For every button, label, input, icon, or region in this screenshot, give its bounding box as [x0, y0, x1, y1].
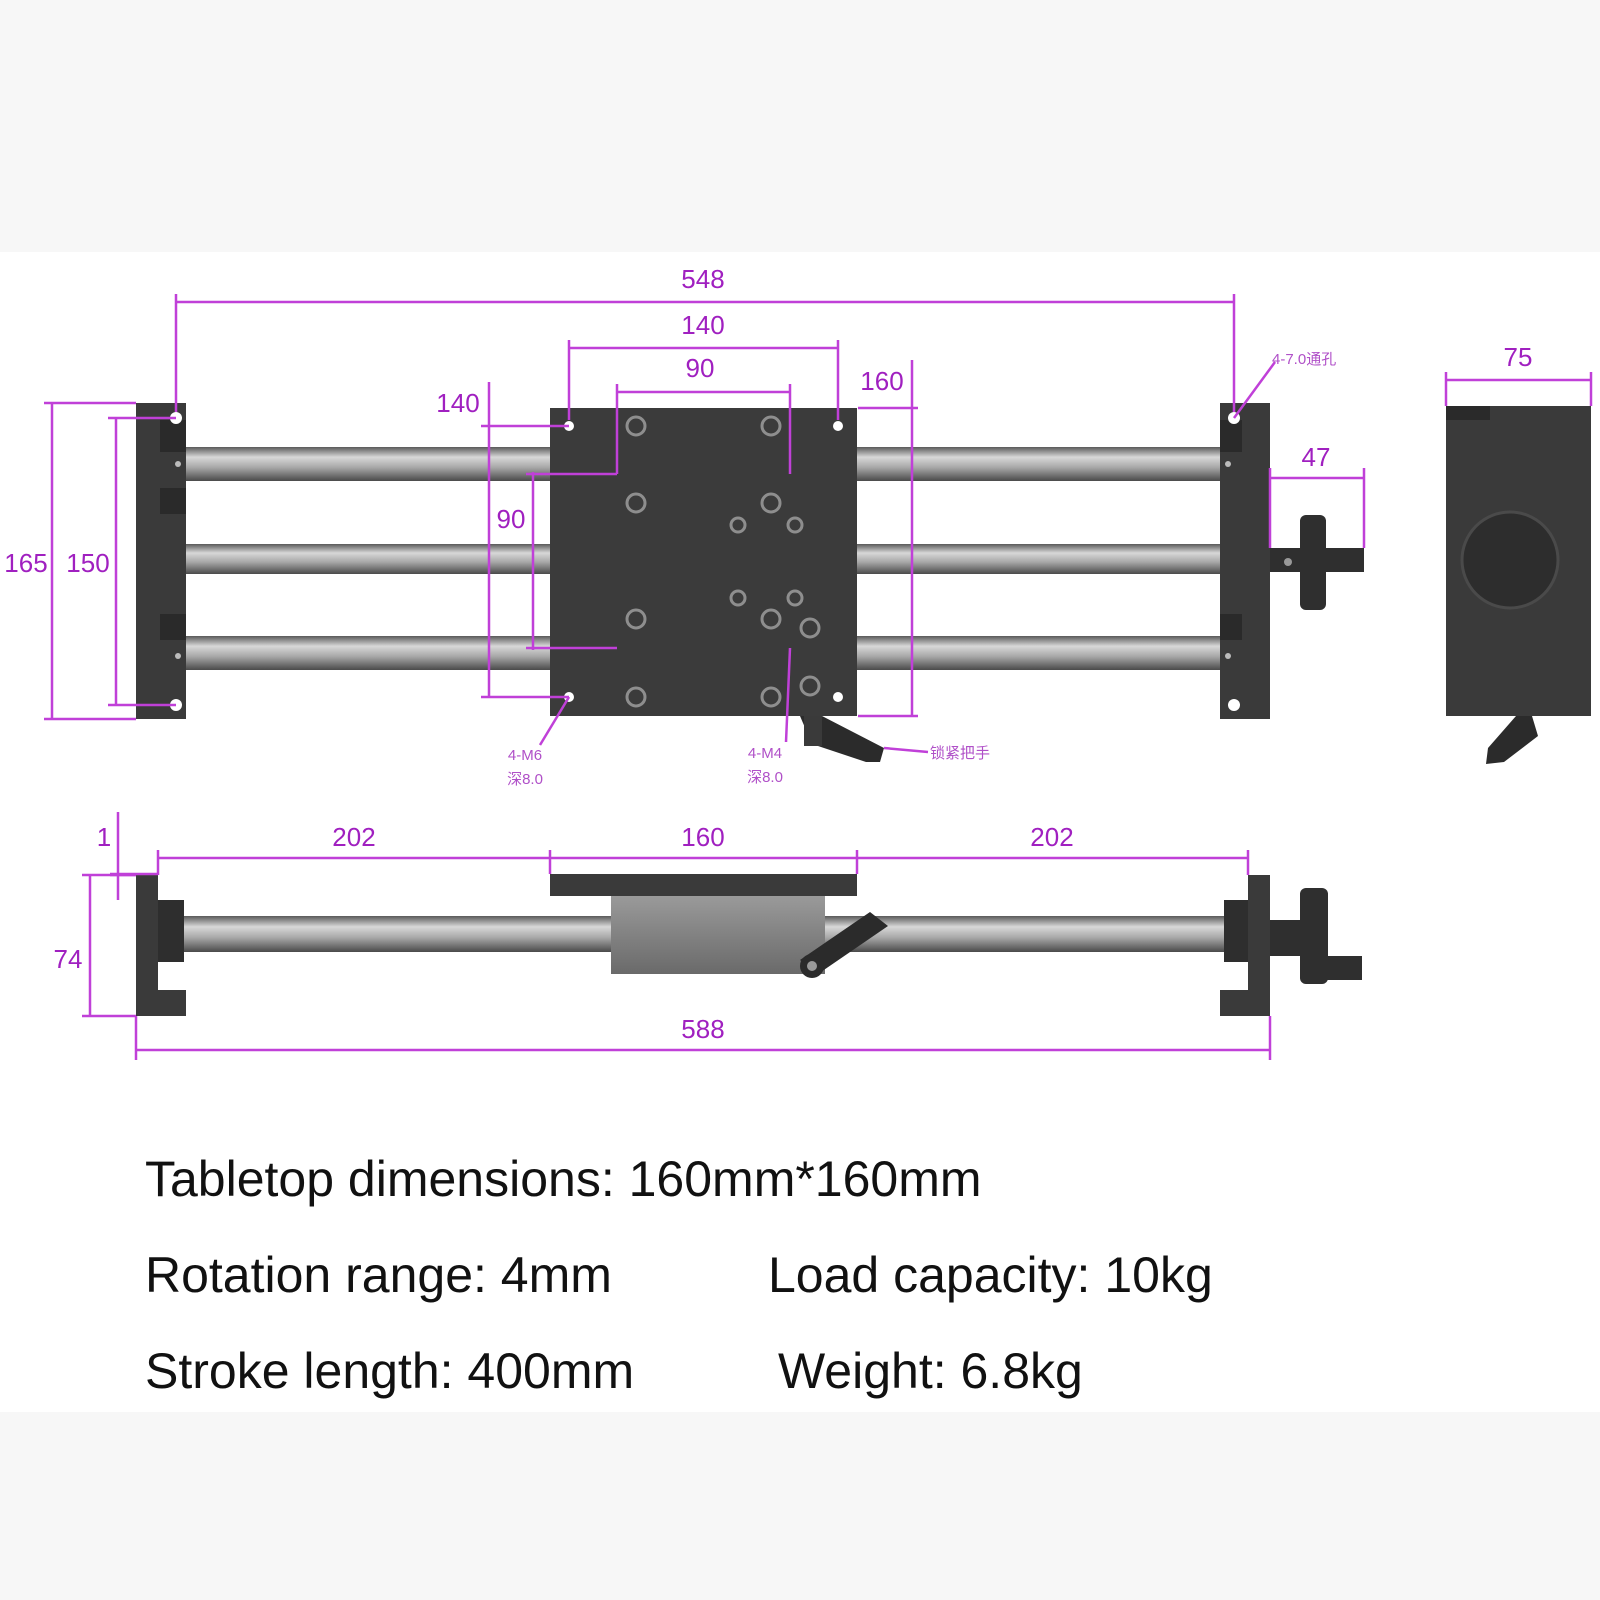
top-carriage-plate [550, 408, 857, 716]
callout-clamp-handle: 锁紧把手 [930, 745, 990, 762]
spec-rotation: Rotation range: 4mm [145, 1247, 612, 1303]
spec-tabletop: Tabletop dimensions: 160mm*160mm [145, 1151, 982, 1207]
spec-weight: Weight: 6.8kg [778, 1343, 1083, 1399]
dim-140-left: 140 [436, 388, 479, 418]
dim-74: 74 [54, 944, 83, 974]
side-knob [1300, 888, 1328, 984]
dim-202-right: 202 [1030, 822, 1073, 852]
dim-165: 165 [4, 548, 47, 578]
carriage-mounting-holes [625, 415, 821, 708]
dimension-lines [44, 294, 1593, 1060]
callout-m4-line2: 深8.0 [747, 769, 783, 786]
dimension-labels: 548 140 90 160 140 90 165 150 47 75 1 20… [4, 264, 1532, 1044]
side-right-end-block [1220, 875, 1270, 1016]
spec-load: Load capacity: 10kg [768, 1247, 1213, 1303]
top-left-end-block [136, 403, 186, 719]
side-view [136, 874, 1362, 1016]
dim-160-side: 160 [681, 822, 724, 852]
dim-1: 1 [97, 822, 111, 852]
end-view-knob [1460, 510, 1560, 610]
dim-150: 150 [66, 548, 109, 578]
callout-m6-line1: 4-M6 [508, 747, 542, 764]
side-clamp-handle [800, 912, 888, 974]
callout-through-hole: 4-7.0通孔 [1272, 351, 1336, 368]
callout-m4-line1: 4-M4 [748, 745, 782, 762]
top-right-end-block [1220, 403, 1270, 719]
side-left-end-block [136, 875, 186, 1016]
dim-90-inner: 90 [497, 504, 526, 534]
dim-588: 588 [681, 1014, 724, 1044]
dim-140-top: 140 [681, 310, 724, 340]
dim-160-right: 160 [860, 366, 903, 396]
side-carriage-plate [550, 874, 857, 896]
end-view [1446, 406, 1591, 764]
side-carriage-block [611, 896, 825, 974]
callout-m6-line2: 深8.0 [507, 771, 543, 788]
dim-90-top: 90 [686, 353, 715, 383]
dim-75: 75 [1504, 342, 1533, 372]
top-view [136, 403, 1364, 762]
dim-47: 47 [1302, 442, 1331, 472]
end-view-clamp-handle [1486, 716, 1538, 764]
dim-548: 548 [681, 264, 724, 294]
spec-stroke: Stroke length: 400mm [145, 1343, 635, 1399]
top-knob [1300, 515, 1326, 610]
dim-202-left: 202 [332, 822, 375, 852]
